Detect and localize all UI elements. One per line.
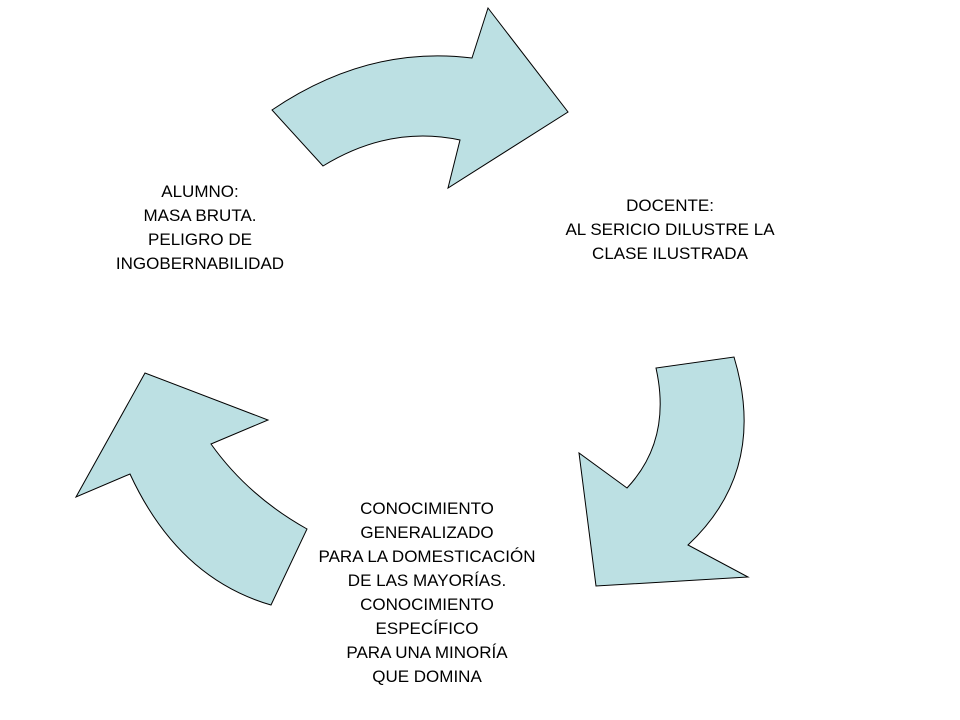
alumno-line: INGOBERNABILIDAD	[115, 254, 285, 273]
conocimiento-line: PARA UNA MINORÍA	[346, 643, 508, 662]
conocimiento-line: PARA LA DOMESTICACIÓN	[318, 547, 536, 566]
node-docente: DOCENTE: AL SERICIO DILUSTRE LA CLASE IL…	[505, 194, 835, 266]
conocimiento-line: QUE DOMINA	[372, 667, 482, 686]
conocimiento-line: GENERALIZADO	[360, 523, 494, 542]
docente-line: DOCENTE:	[626, 196, 714, 215]
arrow-docente-to-conocimiento	[578, 356, 750, 587]
conocimiento-line: CONOCIMIENTO	[360, 499, 494, 518]
alumno-line: ALUMNO:	[161, 182, 239, 201]
arrow-alumno-to-docente	[271, 6, 569, 190]
conocimiento-line: CONOCIMIENTO	[360, 595, 494, 614]
conocimiento-line: ESPECÍFICO	[375, 619, 479, 638]
node-alumno: ALUMNO: MASA BRUTA. PELIGRO DE INGOBERNA…	[80, 180, 320, 276]
alumno-line: MASA BRUTA.	[143, 206, 257, 225]
docente-line: CLASE ILUSTRADA	[592, 244, 748, 263]
conocimiento-line: DE LAS MAYORÍAS.	[347, 571, 507, 590]
node-conocimiento: CONOCIMIENTO GENERALIZADO PARA LA DOMEST…	[262, 497, 592, 689]
alumno-line: PELIGRO DE	[148, 230, 252, 249]
docente-line: AL SERICIO DILUSTRE LA	[565, 220, 775, 239]
arrow-conocimiento-to-alumno	[74, 372, 308, 606]
